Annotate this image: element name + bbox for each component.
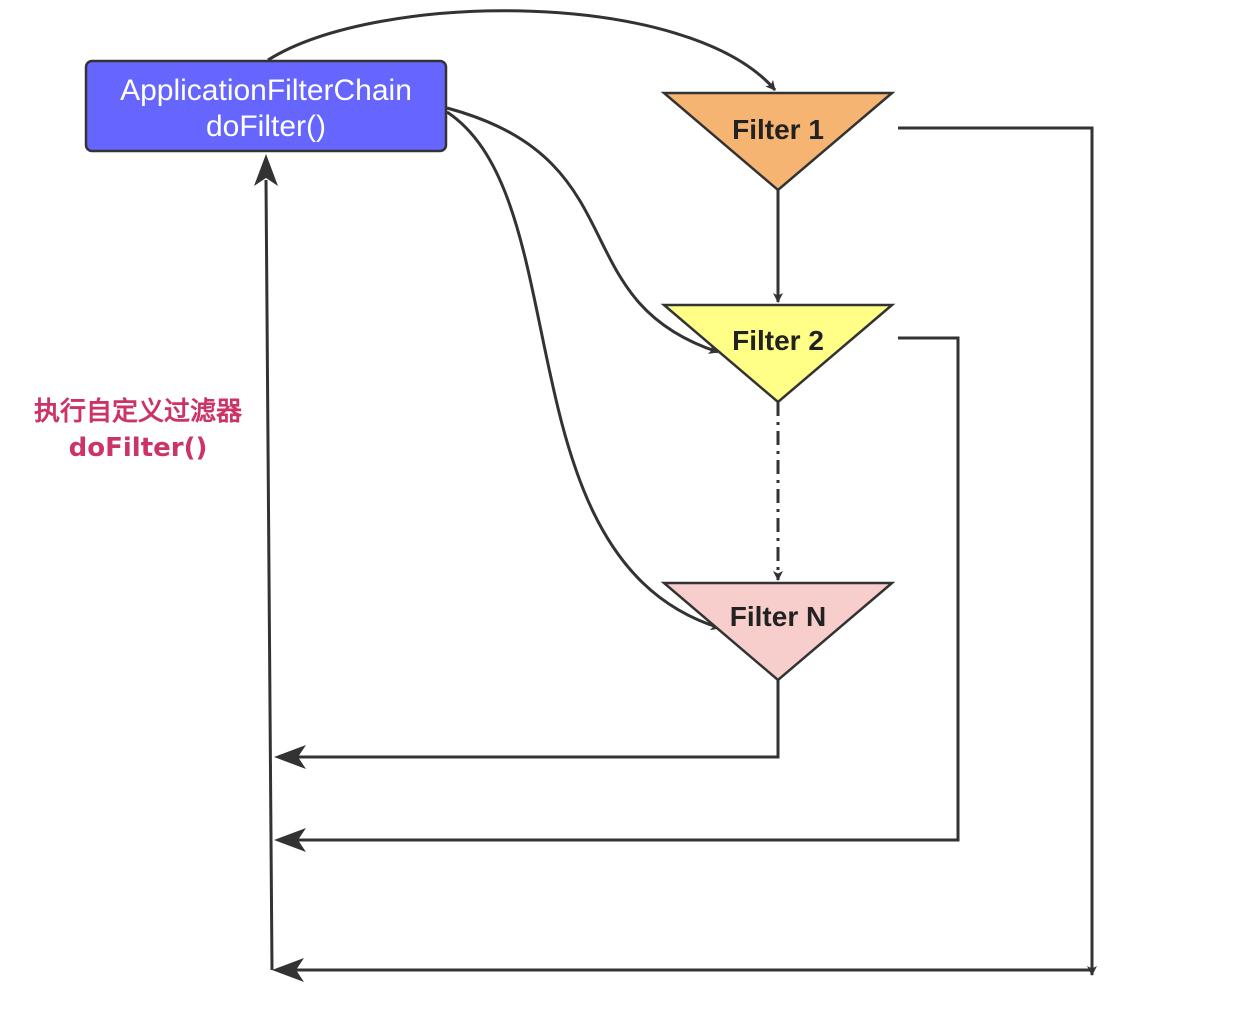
filter2-label: Filter 2 [732,325,824,356]
filter1-label: Filter 1 [732,114,824,145]
filterN-label: Filter N [730,601,826,632]
edge-chain-to-filter1 [267,9,777,91]
edge-chain-to-filterN [446,110,721,631]
filterN-triangle [660,581,896,682]
edge-filter2-return-arrowhead [274,828,306,852]
edge-filter2-return [296,336,960,842]
edge-chain-to-filter2 [446,106,719,354]
edge-return-to-chain [264,179,274,971]
edge-filter1-return [898,126,1097,976]
filter1-triangle [660,91,896,192]
filter2-node: Filter 2 [660,303,896,404]
edge-bottom-return-arrowhead [272,958,304,982]
side-note: 执行自定义过滤器 doFilter() [34,396,243,463]
edge-filterN-return [296,680,780,759]
side-note-line1: 执行自定义过滤器 [34,396,243,427]
edges [254,9,1097,982]
filter1-node: Filter 1 [660,91,896,192]
edge-filterN-return-arrowhead [274,745,306,769]
chain-box-shape [84,59,448,153]
chain-box-method: doFilter() [206,110,326,143]
application-filter-chain-node: ApplicationFilterChain doFilter() [84,59,448,153]
filter2-triangle [660,303,896,404]
chain-box-title: ApplicationFilterChain [120,74,412,107]
edge-return-to-chain-arrowhead [254,154,278,186]
side-note-line2: doFilter() [69,433,208,463]
filterN-node: Filter N [660,581,896,682]
